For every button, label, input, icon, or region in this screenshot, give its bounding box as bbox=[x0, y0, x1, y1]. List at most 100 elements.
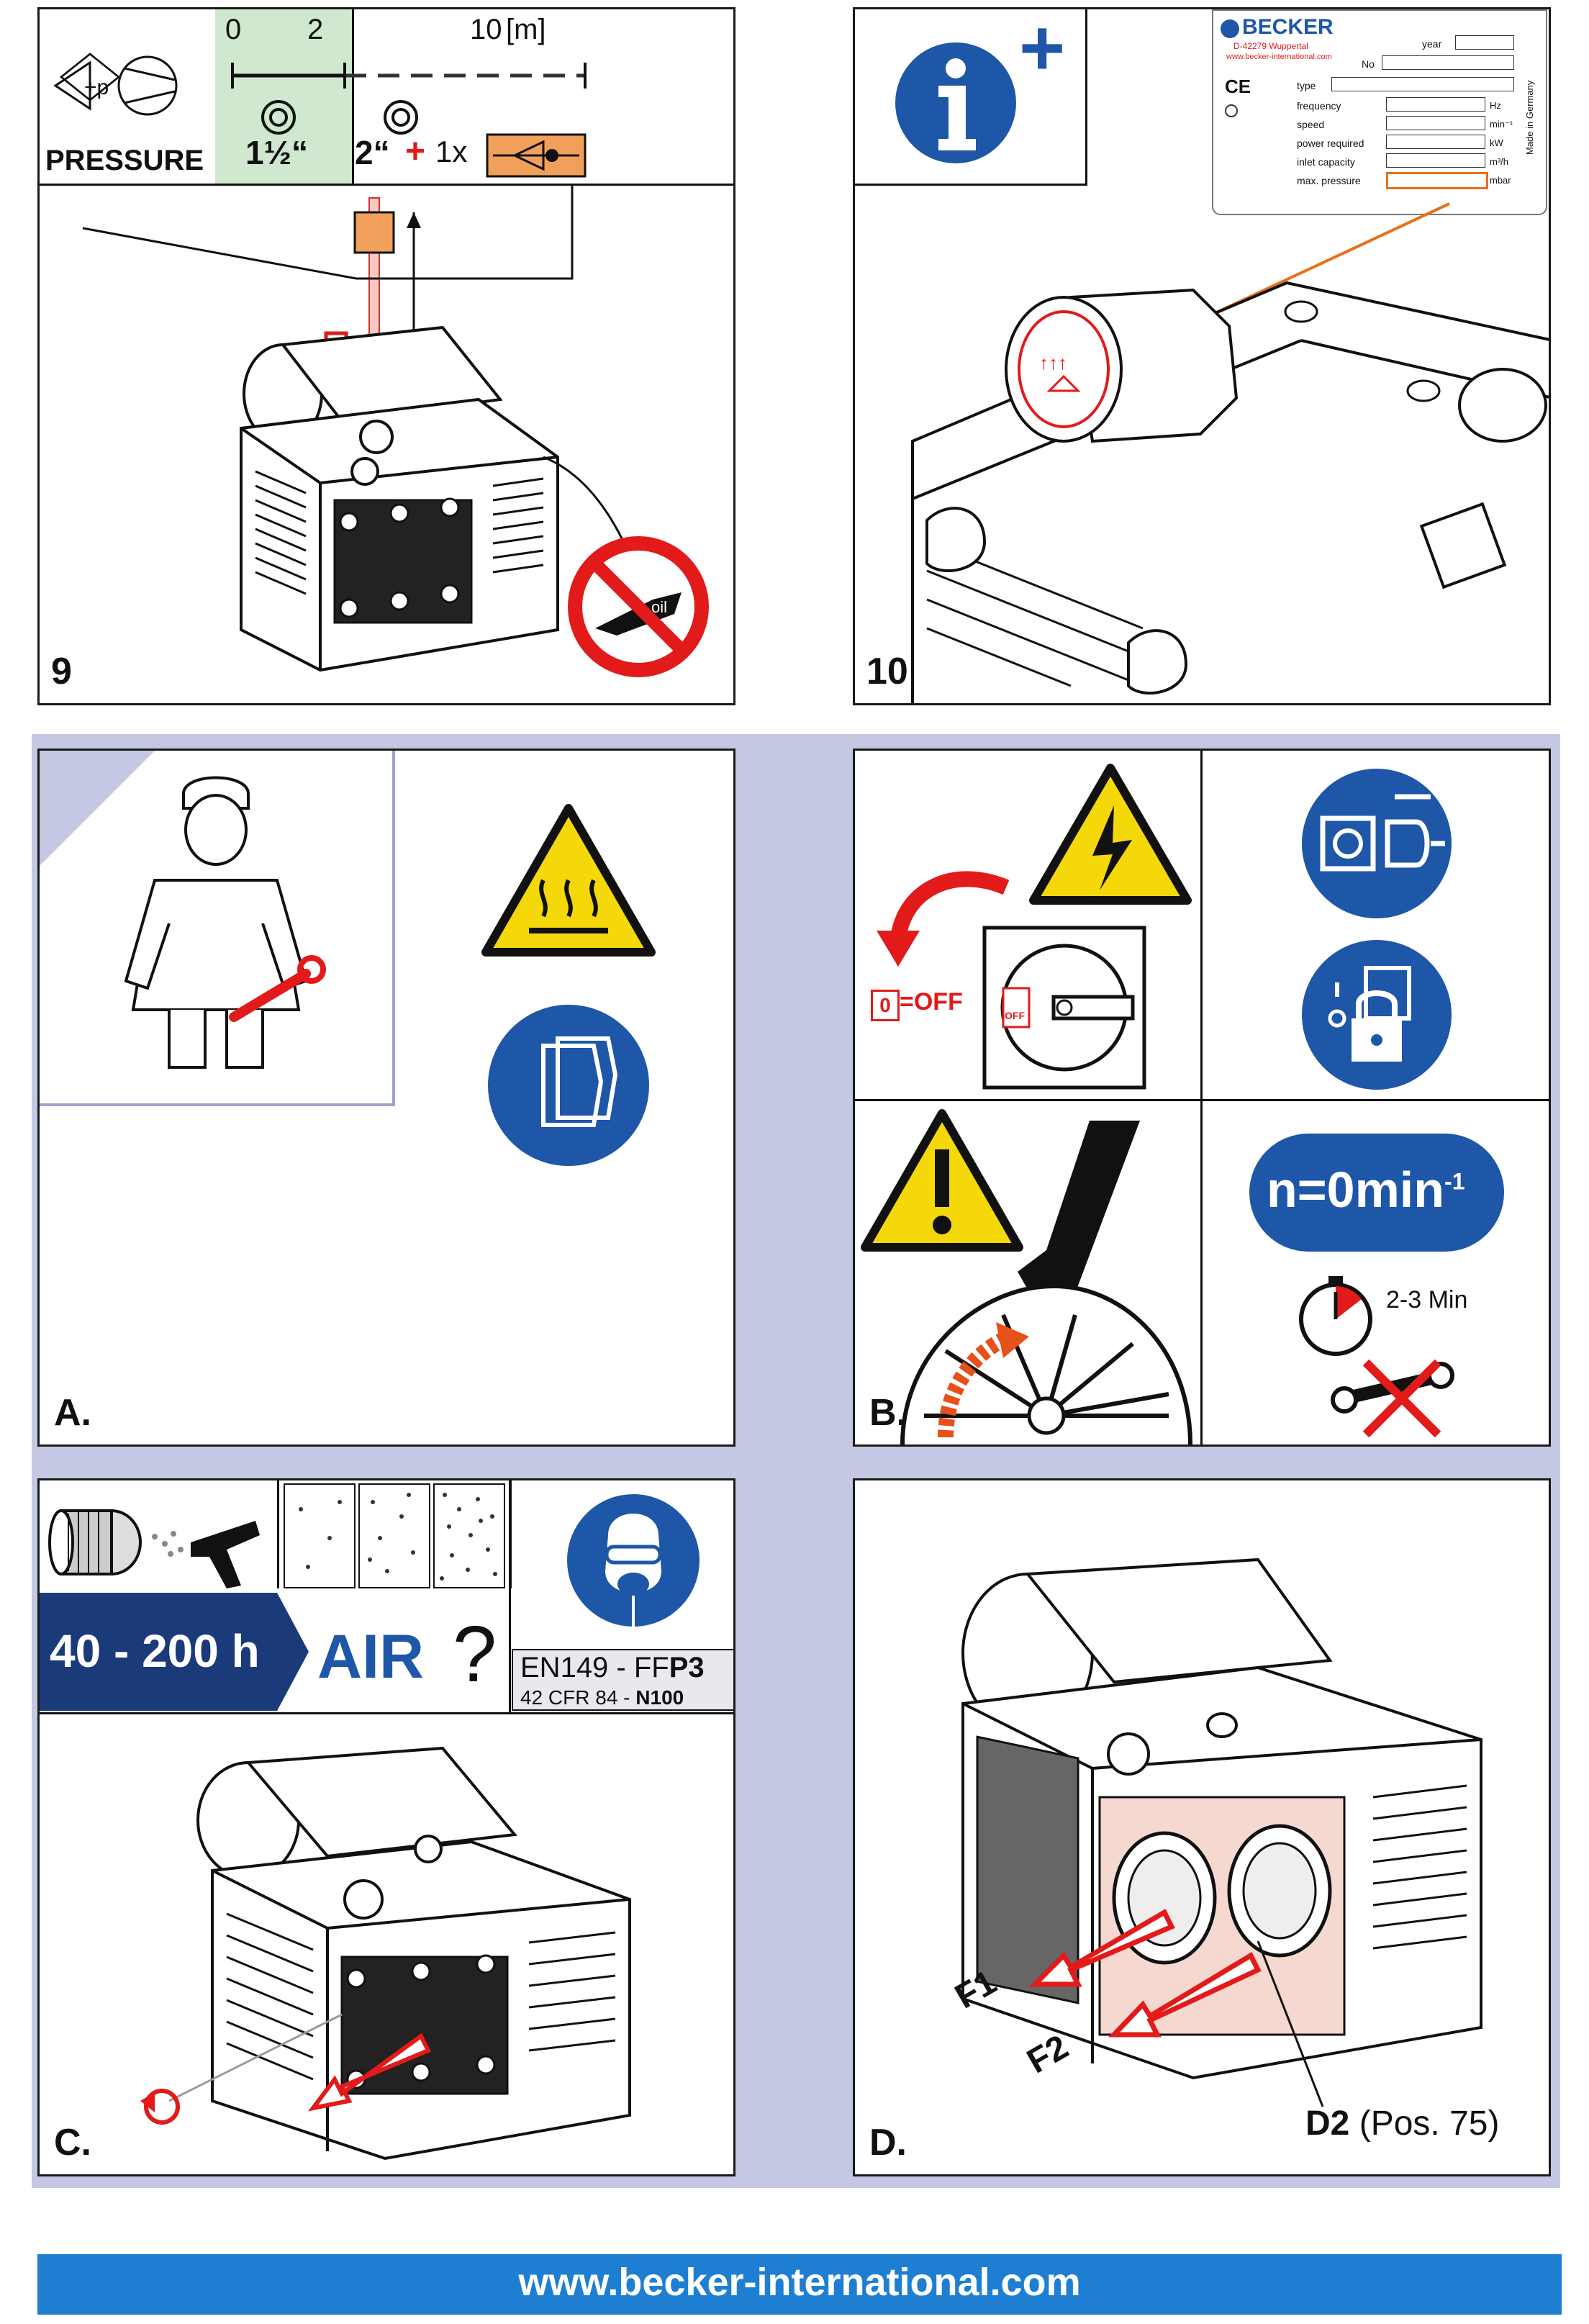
rpm-label: n=0min-1 bbox=[1267, 1161, 1464, 1218]
d2-reference: D2 (Pos. 75) bbox=[1305, 2104, 1499, 2143]
unit-min: min⁻¹ bbox=[1490, 119, 1513, 130]
filter-blowout-icon bbox=[48, 1509, 260, 1588]
rpm-zero-badge bbox=[1249, 1134, 1504, 1252]
dust-medium-box bbox=[358, 1483, 430, 1588]
capacity-field bbox=[1386, 153, 1485, 168]
panel-9-number: 9 bbox=[51, 651, 72, 692]
panel-d-label: D. bbox=[869, 2122, 907, 2164]
type-nameplate: BECKER D-42279 Wuppertal www.becker-inte… bbox=[1212, 9, 1547, 215]
air-label: AIR bbox=[317, 1622, 425, 1691]
footer-website-link[interactable]: www.becker-international.com bbox=[518, 2261, 1081, 2304]
scale-zero: 0 bbox=[225, 14, 242, 45]
switch-off-label: OFF bbox=[1005, 1010, 1025, 1021]
d2-code: D2 bbox=[1305, 2104, 1350, 2143]
svg-text:↑↑↑: ↑↑↑ bbox=[1039, 352, 1067, 374]
nameplate-made-in: Made in Germany bbox=[1524, 80, 1535, 155]
power-field bbox=[1386, 135, 1485, 149]
nameplate-speed: speed bbox=[1297, 119, 1325, 130]
nameplate-address: D-42279 Wuppertal bbox=[1233, 41, 1308, 51]
air-question: ? bbox=[453, 1610, 497, 1699]
panel-b-disconnect: 0 =OFF OFF bbox=[853, 749, 1551, 1447]
no-oil-prohibition-icon: oil bbox=[568, 536, 709, 677]
small-pipe-zone bbox=[215, 9, 354, 186]
info-plus-sign: + bbox=[1019, 7, 1066, 92]
large-pipe-zone bbox=[354, 9, 733, 186]
panel-10-number: 10 bbox=[866, 651, 908, 692]
panel-9-pressure-connection: +p PRESSURE 0 2 10 [m] 1½“ 2“ + 1x bbox=[37, 7, 735, 705]
unit-m3h: m³/h bbox=[1490, 156, 1508, 167]
rpm-exponent: -1 bbox=[1444, 1168, 1465, 1195]
frequency-field bbox=[1386, 97, 1485, 112]
standard1-class: P3 bbox=[669, 1652, 705, 1683]
standard-en149: EN149 - FFP3 bbox=[520, 1652, 705, 1684]
rotating-fan-hazard-icon bbox=[861, 1109, 1192, 1444]
panel-a-hot-surface: A. bbox=[37, 749, 735, 1447]
no-field bbox=[1382, 55, 1514, 70]
type-field bbox=[1331, 77, 1514, 91]
nameplate-frequency: frequency bbox=[1297, 100, 1341, 112]
info-icon bbox=[895, 42, 1016, 163]
footer-bar bbox=[37, 2254, 1562, 2315]
scale-unit: [m] bbox=[506, 14, 546, 45]
standard-box bbox=[512, 1649, 733, 1711]
c-header bbox=[40, 1480, 733, 1714]
pressure-pump-icon: +p bbox=[53, 53, 178, 116]
panel-d-filter-removal: F1 F2 D2 (Pos. 75) D. bbox=[853, 1478, 1551, 2176]
dust-level-boxes bbox=[277, 1480, 512, 1588]
off-zero-box: 0 bbox=[871, 990, 900, 1021]
standard2-class: N100 bbox=[635, 1686, 684, 1709]
nameplate-no: No bbox=[1362, 58, 1375, 70]
panel-10-nameplate: + BECKER D-42279 Wuppertal www.becker-in… bbox=[853, 7, 1551, 705]
standard-cfr: 42 CFR 84 - N100 bbox=[520, 1686, 684, 1709]
size-small-label: 1½“ bbox=[245, 134, 308, 171]
panel-b-label: B. bbox=[869, 1392, 907, 1434]
unplug-mandatory-icon bbox=[1302, 769, 1452, 918]
nameplate-power: power required bbox=[1297, 137, 1364, 149]
nameplate-year: year bbox=[1422, 38, 1442, 50]
b-grid-vertical bbox=[1200, 751, 1203, 1444]
unit-hz: Hz bbox=[1490, 100, 1501, 111]
standard1-prefix: EN149 - FF bbox=[520, 1652, 669, 1683]
dust-low-box bbox=[284, 1483, 356, 1588]
pump-closeup-10: ↑↑↑ bbox=[911, 202, 1549, 703]
technician-box bbox=[40, 751, 395, 1106]
arrow-chevron-icon bbox=[277, 1593, 309, 1711]
scale-ten: 10 bbox=[470, 14, 502, 45]
pump-drawing-d bbox=[961, 1557, 1482, 2107]
rpm-value: n=0min bbox=[1267, 1162, 1445, 1218]
pressure-label: PRESSURE bbox=[45, 145, 204, 176]
b-grid-horizontal bbox=[855, 1099, 1549, 1101]
panel-c-label: C. bbox=[54, 2122, 91, 2164]
max-pressure-field bbox=[1386, 172, 1488, 189]
unit-mbar: mbar bbox=[1490, 175, 1511, 186]
pump-drawing-9 bbox=[82, 184, 660, 672]
svg-text:oil: oil bbox=[651, 598, 667, 616]
nameplate-type: type bbox=[1297, 80, 1316, 91]
unit-kw: kW bbox=[1490, 137, 1503, 148]
speed-field bbox=[1386, 116, 1485, 130]
technician-illustration bbox=[40, 751, 326, 1069]
nameplate-max-pressure: max. pressure bbox=[1297, 175, 1361, 186]
wait-time-label: 2-3 Min bbox=[1386, 1286, 1468, 1314]
respirator-mandatory-icon bbox=[567, 1494, 700, 1629]
info-box: + bbox=[855, 9, 1087, 186]
nameplate-circle-icon bbox=[1225, 104, 1238, 117]
nameplate-ce: CE bbox=[1225, 76, 1251, 97]
gloves-mandatory-icon bbox=[488, 1005, 649, 1166]
d2-position: (Pos. 75) bbox=[1359, 2104, 1500, 2143]
lockout-mandatory-icon bbox=[1302, 940, 1452, 1090]
main-switch-icon bbox=[982, 926, 1146, 1090]
nameplate-website: www.becker-international.com bbox=[1226, 53, 1332, 61]
pump-drawing-c bbox=[140, 1746, 631, 2161]
hours-banner bbox=[40, 1593, 277, 1711]
panel-c-air-filter: 40 - 200 h AIR ? EN149 - FFP3 42 CFR 84 … bbox=[37, 1478, 735, 2176]
mask-area bbox=[509, 1480, 733, 1712]
hot-surface-warning-icon bbox=[481, 804, 656, 957]
hours-interval: 40 - 200 h bbox=[50, 1625, 260, 1677]
nameplate-brand: BECKER bbox=[1242, 15, 1334, 39]
brand-logo-icon bbox=[1221, 19, 1239, 38]
stopwatch-icon bbox=[1299, 1276, 1372, 1356]
no-maintenance-wrench-icon bbox=[1331, 1359, 1454, 1438]
pipe-length-scale bbox=[231, 63, 587, 135]
year-field bbox=[1455, 35, 1514, 50]
